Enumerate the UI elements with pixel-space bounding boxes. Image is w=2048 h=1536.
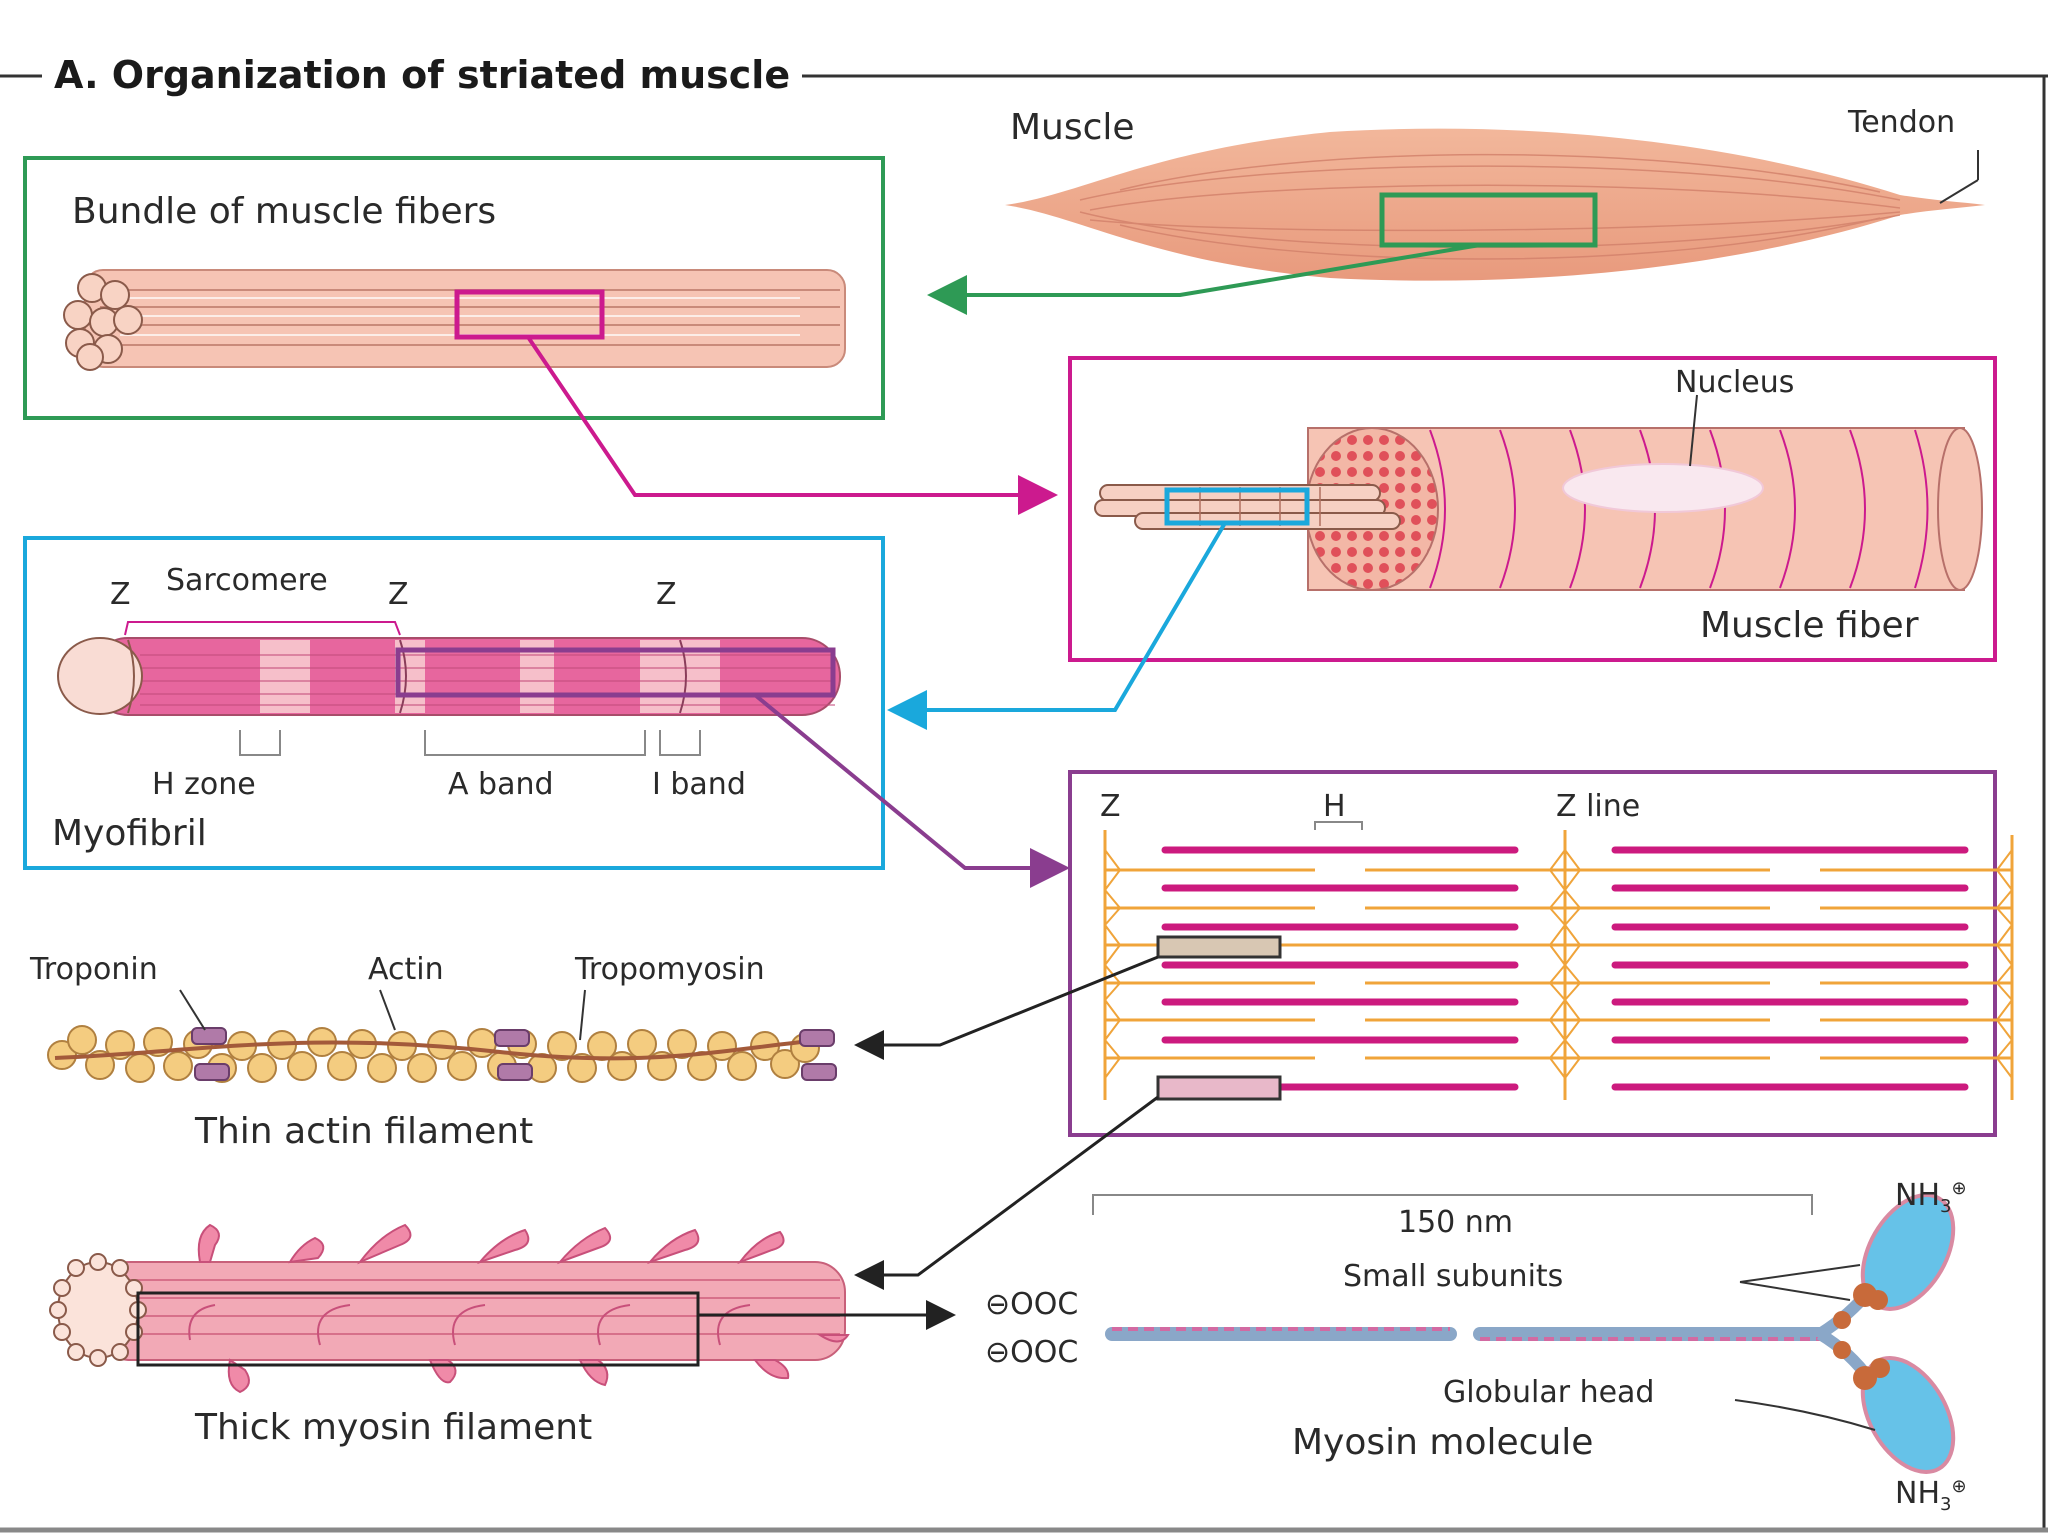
- label-sarcomere: Sarcomere: [166, 563, 328, 598]
- thick-myosin-filament: [49, 1223, 850, 1394]
- fiber-zoom-box: [1164, 487, 1310, 526]
- nh3-sub-bottom: 3: [1940, 1494, 1952, 1515]
- myosin-molecule: [1092, 1193, 1956, 1474]
- label-z-3: Z: [656, 577, 677, 612]
- sarcomere-filaments: [1103, 821, 2014, 1100]
- label-ooc-top: ⊖OOC: [985, 1287, 1079, 1322]
- figure-title: A. Organization of striated muscle: [42, 56, 803, 94]
- label-h-zone: H zone: [152, 767, 256, 802]
- ooc-text-top: OOC: [1010, 1287, 1079, 1322]
- myofibril-illustration: [57, 621, 841, 756]
- label-tropomyosin: Tropomyosin: [575, 952, 765, 987]
- label-myosin-molecule: Myosin molecule: [1292, 1422, 1594, 1463]
- label-ooc-bottom: ⊖OOC: [985, 1335, 1079, 1370]
- arrow-bundle-to-fiber: [526, 335, 1058, 515]
- a-band-bracket: [424, 730, 646, 756]
- thick-filament-detail-box: [136, 1291, 700, 1367]
- myofibril-box: [23, 536, 885, 870]
- length-bracket: [1092, 1194, 1813, 1215]
- h-zone-bracket: [239, 730, 281, 756]
- label-muscle-fiber: Muscle fiber: [1700, 605, 1919, 646]
- muscle-illustration: [1005, 128, 1985, 281]
- label-troponin: Troponin: [30, 952, 158, 987]
- label-nh3-top: NH3⊕: [1895, 1178, 1967, 1217]
- label-myofibril: Myofibril: [52, 813, 207, 854]
- thin-actin-filament: [47, 989, 837, 1083]
- arrow-to-thin-filament: [854, 955, 1159, 1060]
- sarcomere-box: [1068, 770, 1997, 1137]
- bundle-illustration: [63, 269, 846, 371]
- label-h: H: [1323, 789, 1346, 824]
- thick-filament-zoom-box: [1156, 1075, 1282, 1101]
- muscle-zoom-box: [1379, 192, 1598, 248]
- nh3-sub-top: 3: [1940, 1196, 1952, 1217]
- sarcomere-bracket: [124, 621, 401, 636]
- bundle-box: [23, 156, 885, 420]
- ooc-text-bottom: OOC: [1010, 1335, 1079, 1370]
- label-i-band: I band: [652, 767, 746, 802]
- label-muscle: Muscle: [1010, 107, 1135, 148]
- label-z-sarcomere: Z: [1100, 789, 1121, 824]
- tendon-leader: [1939, 179, 1979, 204]
- arrow-to-thick-filament: [854, 1095, 1159, 1290]
- label-z-1: Z: [110, 577, 131, 612]
- label-tendon: Tendon: [1848, 105, 1956, 140]
- label-z-2: Z: [388, 577, 409, 612]
- label-nh3-bottom: NH3⊕: [1895, 1476, 1967, 1515]
- label-z-line: Z line: [1556, 789, 1641, 824]
- nucleus-shape: [1562, 463, 1764, 513]
- muscle-fiber-box: [1068, 356, 1997, 662]
- label-thick-filament: Thick myosin filament: [195, 1407, 593, 1448]
- label-nucleus: Nucleus: [1675, 365, 1795, 400]
- label-a-band: A band: [448, 767, 554, 802]
- label-actin: Actin: [368, 952, 444, 987]
- h-bracket: [1314, 821, 1363, 830]
- label-thin-filament: Thin actin filament: [195, 1111, 534, 1152]
- myofibril-zoom-box: [395, 647, 836, 698]
- label-small-subunits: Small subunits: [1343, 1259, 1564, 1294]
- arrow-fiber-to-myofibril: [887, 521, 1227, 730]
- thin-filament-zoom-box: [1156, 935, 1282, 959]
- label-150nm: 150 nm: [1398, 1205, 1514, 1240]
- i-band-bracket: [659, 730, 701, 756]
- label-globular-head: Globular head: [1443, 1375, 1655, 1410]
- arrow-myofibril-to-sarcomere: [753, 693, 1070, 888]
- arrow-muscle-to-bundle: [927, 243, 1481, 315]
- label-bundle: Bundle of muscle fibers: [72, 191, 497, 232]
- nh-text-top: NH: [1895, 1178, 1940, 1213]
- nh-text-bottom: NH: [1895, 1476, 1940, 1511]
